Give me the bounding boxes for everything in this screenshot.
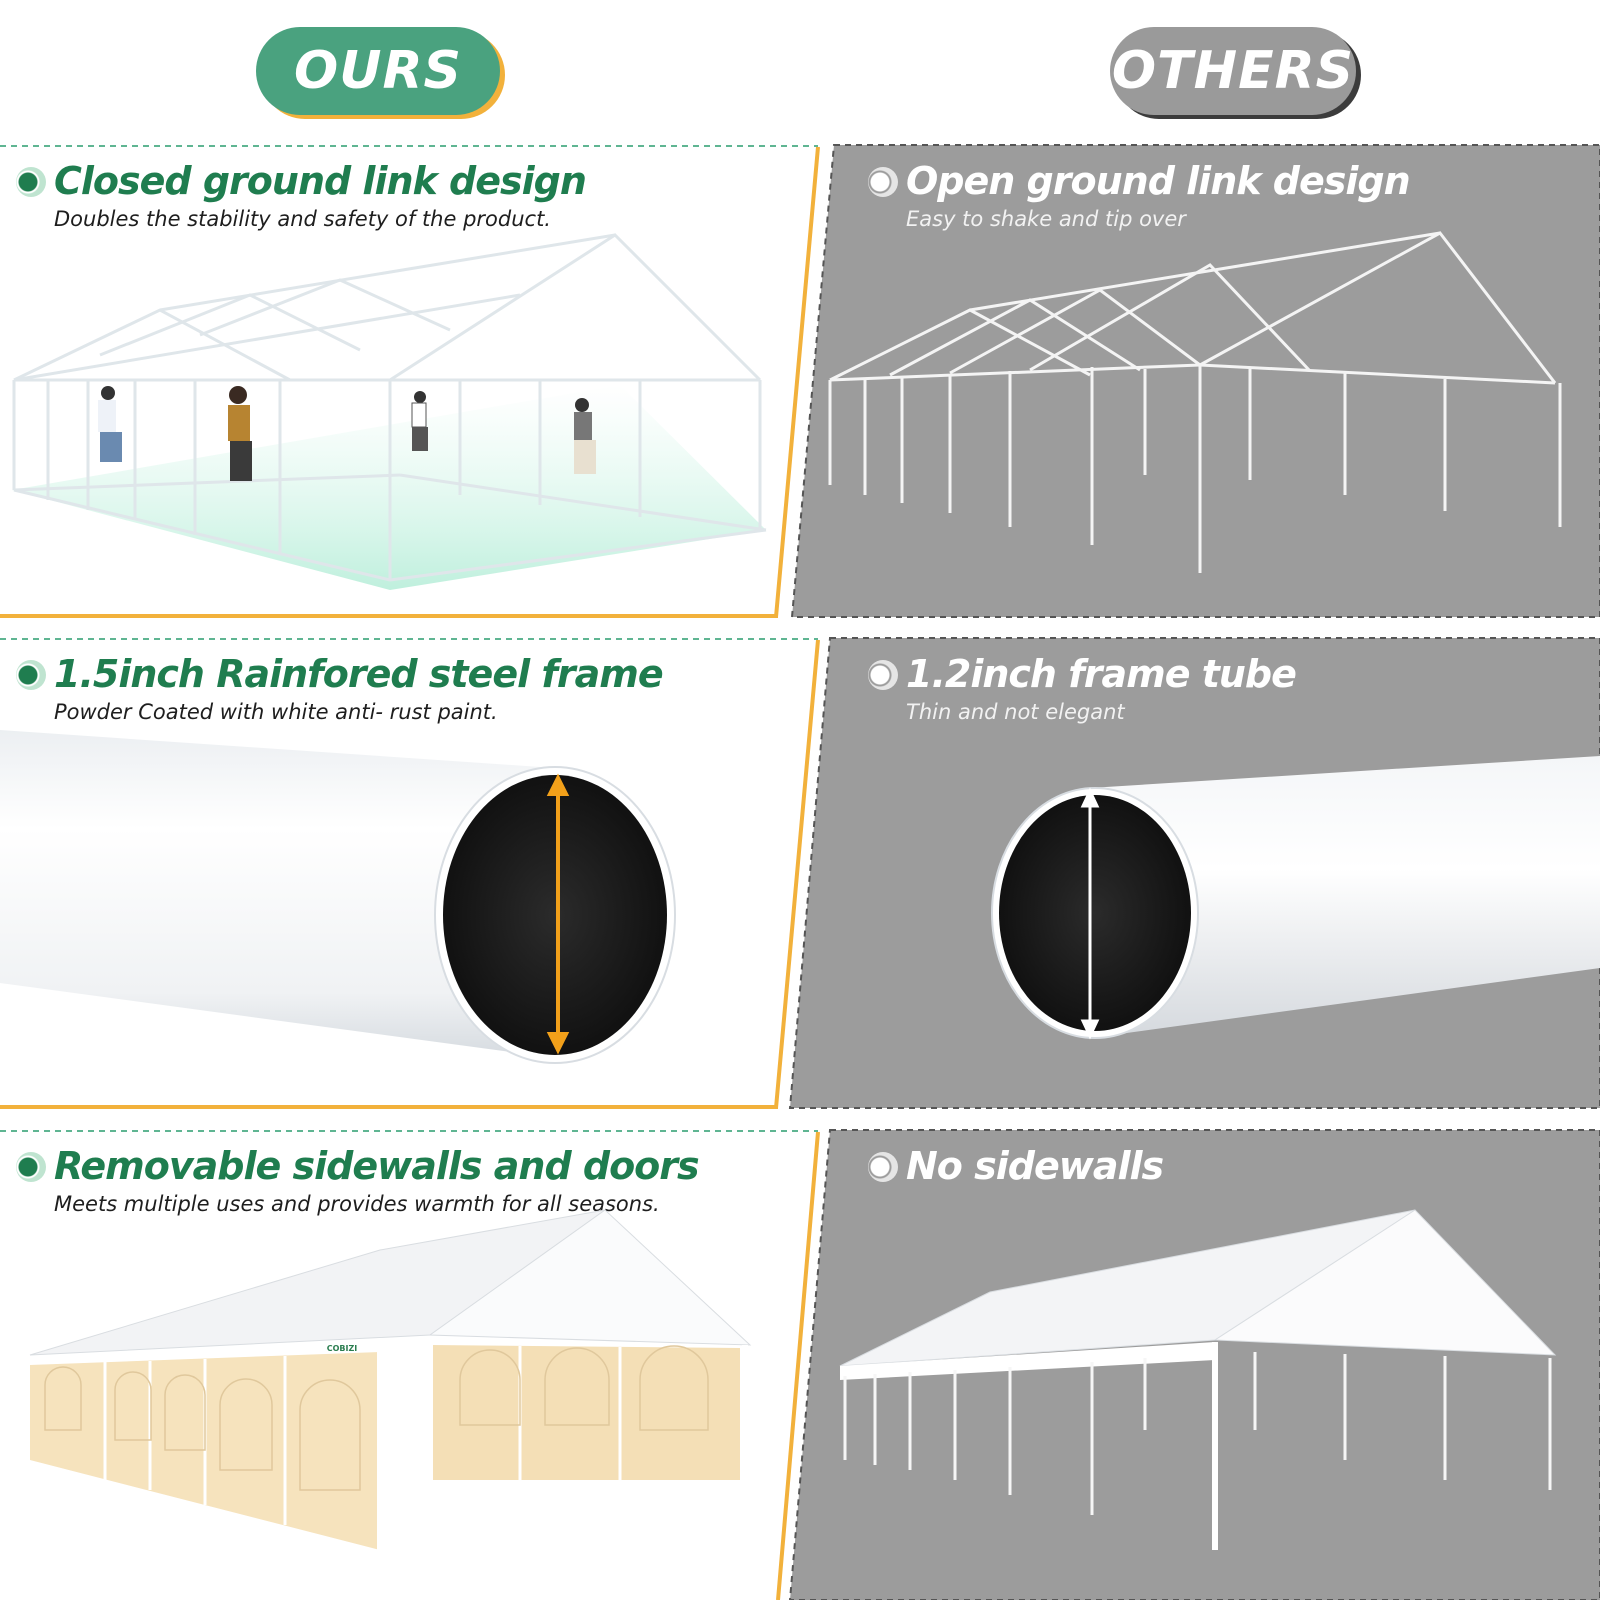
thin-tube-illustration [991,756,1600,1040]
closed-frame-illustration [12,233,767,590]
others-feature-title: 1.2inch frame tube [906,652,1297,696]
ours-header-pill: OURS [256,27,500,115]
ours-feature-subtitle: Powder Coated with white anti- rust pain… [54,700,498,724]
others-frame-panel: 1.2inch frame tube Thin and not elegant [790,638,1600,1108]
cobizi-logo-icon: COBIZI [322,1342,362,1353]
bullet-icon [868,1152,898,1182]
ours-frame-panel: 1.5inch Rainfored steel frame Powder Coa… [0,638,800,1108]
tent-with-sidewalls-illustration: COBIZI [29,1209,752,1560]
ours-feature-subtitle: Doubles the stability and safety of the … [54,207,551,231]
others-header-label: OTHERS [1111,41,1355,101]
others-ground-link-panel: Open ground link design Easy to shake an… [790,145,1600,617]
ours-sidewalls-panel: Removable sidewalls and doors Meets mult… [0,1130,800,1600]
bullet-icon [868,167,898,197]
tent-no-sidewalls-illustration [839,1209,1557,1550]
bullet-icon [16,1152,46,1182]
open-frame-illustration [828,231,1562,573]
others-sidewalls-panel: No sidewalls [790,1130,1600,1600]
diameter-arrow-icon [546,773,570,1055]
others-header-pill: OTHERS [1110,27,1356,115]
others-feature-title: No sidewalls [906,1144,1164,1188]
ours-feature-title: 1.5inch Rainfored steel frame [54,652,664,696]
others-feature-subtitle: Easy to shake and tip over [906,207,1186,231]
thick-tube-illustration [0,730,676,1064]
bullet-icon [868,660,898,690]
others-feature-title: Open ground link design [906,159,1411,203]
bullet-icon [16,660,46,690]
ours-ground-link-panel: Closed ground link design Doubles the st… [0,145,800,617]
ours-feature-title: Removable sidewalls and doors [54,1144,700,1188]
people-hanging-icon [98,386,596,481]
ours-feature-title: Closed ground link design [54,159,587,203]
ours-feature-subtitle: Meets multiple uses and provides warmth … [54,1192,660,1216]
bullet-icon [16,167,46,197]
diameter-arrow-icon [1080,787,1100,1040]
svg-text:COBIZI: COBIZI [327,1344,358,1353]
others-feature-subtitle: Thin and not elegant [906,700,1125,724]
ours-header-label: OURS [294,41,462,101]
